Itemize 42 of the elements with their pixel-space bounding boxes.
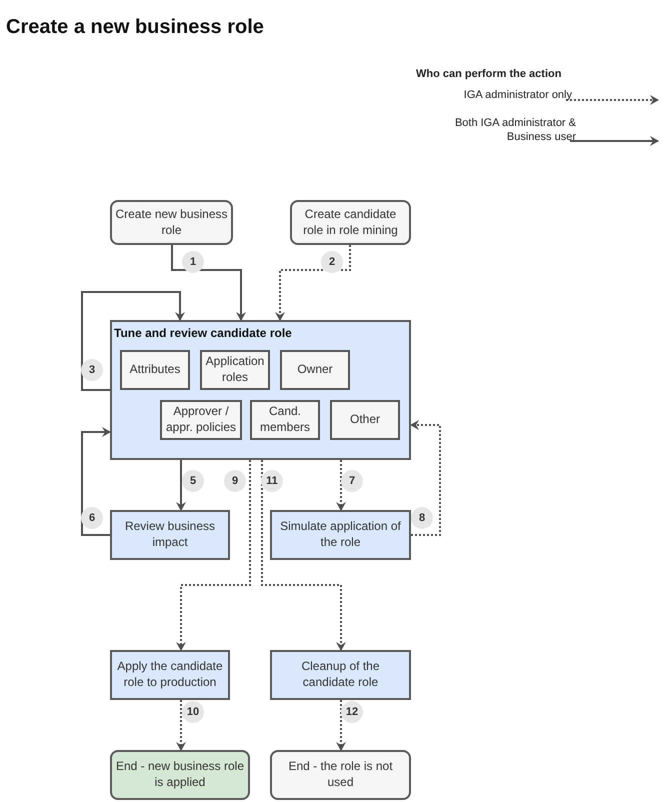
step-number-badge: 5 — [182, 470, 204, 492]
step-number-badge: 8 — [411, 507, 433, 529]
arrow — [275, 245, 351, 321]
process-box: Owner — [280, 350, 350, 390]
arrow — [176, 460, 251, 651]
process-box: Application roles — [200, 350, 270, 390]
process-box: Simulate application of the role — [270, 510, 411, 560]
legend-text: Both IGA administrator & Business user — [454, 116, 576, 145]
step-number-badge: 1 — [182, 251, 204, 273]
end-box: End - new business role is applied — [110, 750, 250, 800]
step-number-badge: 6 — [81, 507, 103, 529]
step-number-badge: 10 — [182, 701, 204, 723]
step-number-badge: 3 — [81, 359, 103, 381]
step-number-badge: 11 — [261, 470, 283, 492]
process-box: Cand. members — [250, 400, 320, 440]
container-box — [110, 320, 411, 460]
container-heading: Tune and review candidate role — [114, 326, 292, 342]
diagram-title: Create a new business role — [6, 16, 264, 39]
arrow — [81, 291, 185, 391]
process-box: Other — [330, 400, 400, 440]
arrow — [261, 460, 346, 651]
process-box: Create candidate role in role mining — [290, 200, 411, 245]
process-box: Review business impact — [110, 510, 230, 560]
process-box: Cleanup of the candidate role — [270, 650, 411, 700]
process-box: Attributes — [120, 350, 190, 390]
legend-heading: Who can perform the action — [416, 67, 562, 82]
arrow — [410, 420, 441, 536]
legend-text: IGA administrator only — [462, 88, 572, 102]
process-box: Apply the candidate role to production — [110, 650, 230, 700]
step-number-badge: 7 — [341, 470, 363, 492]
arrow — [171, 245, 246, 321]
arrow — [81, 427, 111, 536]
process-box: Create new business role — [110, 200, 233, 245]
process-box: Approver / appr. policies — [160, 400, 242, 440]
arrow — [336, 460, 346, 511]
step-number-badge: 12 — [341, 701, 363, 723]
arrow — [336, 700, 346, 751]
end-box: End - the role is not used — [270, 750, 411, 800]
arrow — [176, 700, 186, 751]
arrow — [176, 460, 186, 511]
step-number-badge: 9 — [224, 470, 246, 492]
step-number-badge: 2 — [321, 251, 343, 273]
